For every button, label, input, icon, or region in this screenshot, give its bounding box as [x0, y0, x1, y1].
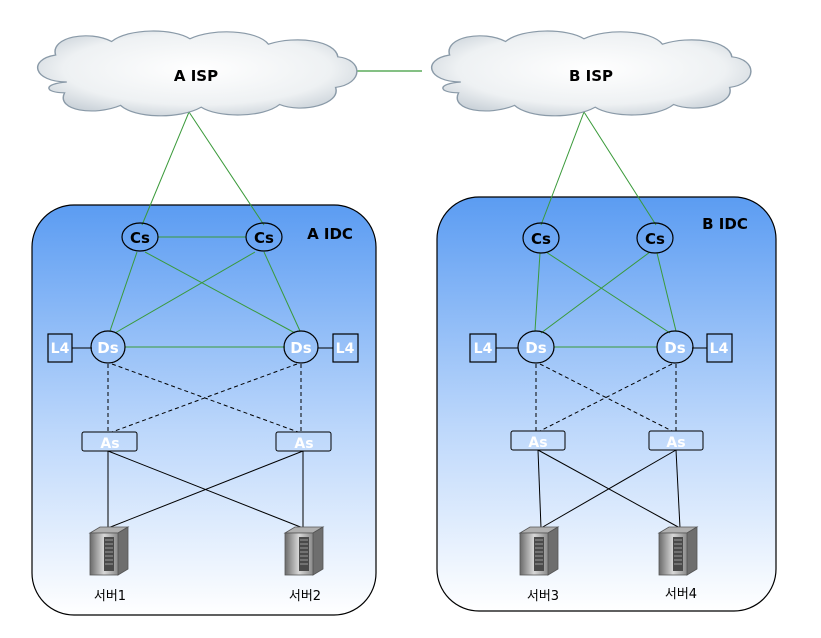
idc-b-ds1-as2-link: [539, 363, 673, 432]
idc-b-as-right-label: As: [666, 435, 685, 451]
idc-b-l4-right-box[interactable]: [706, 333, 733, 363]
idc-b-cs-right-node[interactable]: [636, 222, 674, 254]
isp-a-label: A ISP: [174, 67, 218, 85]
idc-b-as2-srv4-link: [675, 449, 681, 529]
idc-a-cs-right-label: Cs: [254, 229, 274, 247]
idc-a: A IDC Cs Cs Ds Ds L4 L4: [47, 222, 359, 604]
idc-b-ds-left-label: Ds: [525, 339, 546, 357]
idc-b-cs-right-label: Cs: [645, 230, 665, 248]
idc-a-as-right-label: As: [294, 436, 313, 452]
idc-b-server-right-icon[interactable]: [658, 526, 698, 576]
idc-a-cs2-ds2-link: [263, 251, 301, 332]
idc-b-ds-right-label: Ds: [664, 339, 685, 357]
idc-a-ds-right-node[interactable]: [283, 330, 319, 364]
idc-b-as-left-box[interactable]: [510, 430, 566, 451]
idc-b-container: [436, 196, 777, 612]
idc-b-as2-srv3-link: [540, 449, 677, 529]
idc-a-ds2-as1-link: [111, 363, 298, 433]
idc-b-server-left-icon[interactable]: [519, 526, 559, 576]
idc-b-as1-srv3-link: [537, 449, 542, 529]
idc-b-cs2-ds1-link: [540, 251, 651, 334]
idc-b-ds-left-node[interactable]: [517, 330, 555, 364]
idc-a-cs-left-label: Cs: [130, 229, 150, 247]
idc-a-as-left-box[interactable]: [81, 431, 138, 452]
idc-a-ds-left-node[interactable]: [90, 330, 126, 364]
isp-b-label: B ISP: [569, 67, 613, 85]
idc-a-l4-left-label: L4: [51, 341, 70, 357]
idc-b-cs2-ds2-link: [656, 252, 677, 332]
idc-a-server-right-icon[interactable]: [284, 526, 324, 576]
idc-b-as-left-label: As: [528, 435, 547, 451]
idc-b-as-right-box[interactable]: [648, 430, 704, 451]
idc-b-cs1-ds1-link: [534, 252, 541, 332]
idc-a-title: A IDC: [307, 225, 353, 243]
idc-b-title: B IDC: [702, 215, 748, 233]
idc-a-l4-left-box[interactable]: [47, 333, 73, 363]
idc-b-ds-right-node[interactable]: [656, 330, 694, 364]
idc-a-server-right-label: 서버2: [289, 589, 321, 604]
idc-a-l4-right-box[interactable]: [332, 333, 359, 363]
idc-a-server-left-label: 서버1: [94, 589, 126, 604]
idc-b-server-right-label: 서버4: [665, 587, 697, 602]
idc-b-cs1-ds2-link: [545, 251, 671, 334]
idc-a-ds-left-label: Ds: [97, 339, 118, 357]
idc-a-server-left-icon[interactable]: [89, 526, 129, 576]
idc-b-ds2-as1-link: [539, 363, 673, 432]
idc-a-cs1-ds1-link: [109, 251, 138, 332]
isp-a-uplink-left: [141, 111, 190, 226]
idc-b: B IDC Cs Cs Ds Ds L4 L4: [469, 215, 748, 604]
idc-a-ds-right-label: Ds: [290, 339, 311, 357]
idc-b-server-left-label: 서버3: [527, 589, 559, 604]
idc-a-cs-left-node[interactable]: [121, 222, 159, 252]
idc-a-as-right-box[interactable]: [275, 431, 332, 452]
isp-b-uplink-left: [540, 111, 585, 226]
idc-a-container: [31, 204, 377, 616]
isp-b-uplink-right: [583, 111, 657, 226]
idc-a-as-left-label: As: [100, 436, 119, 452]
idc-b-cs-left-node[interactable]: [522, 222, 560, 254]
idc-a-as2-srv1-link: [107, 450, 304, 529]
idc-a-l4-right-label: L4: [336, 341, 355, 357]
isp-a-uplink-right: [188, 111, 265, 226]
idc-b-l4-left-box[interactable]: [469, 333, 497, 363]
idc-b-l4-left-label: L4: [474, 341, 493, 357]
idc-a-cs-right-node[interactable]: [245, 222, 283, 252]
idc-b-cs-left-label: Cs: [531, 230, 551, 248]
idc-b-l4-right-label: L4: [710, 341, 729, 357]
idc-a-cs2-ds1-link: [114, 251, 256, 334]
idc-a-cs1-ds2-link: [144, 251, 296, 334]
